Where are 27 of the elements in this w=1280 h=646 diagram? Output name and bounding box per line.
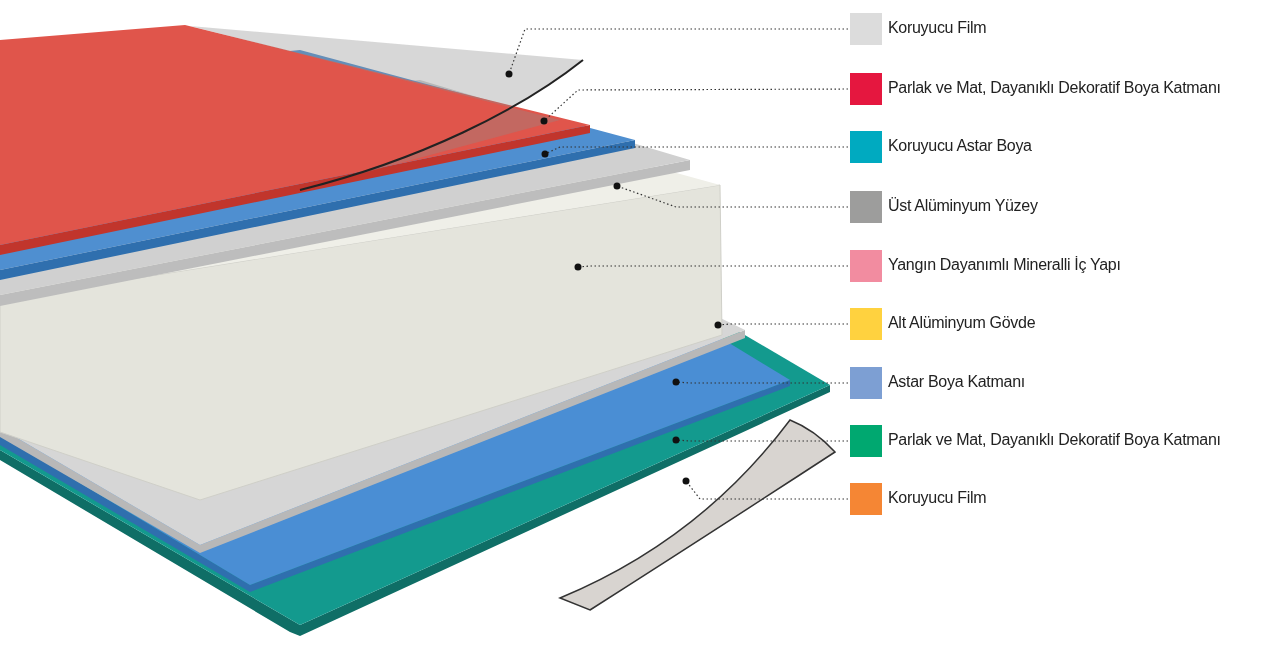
leader-line [505,28,849,78]
leader-line [714,321,849,329]
leader-line [672,378,849,386]
color-swatch [850,367,882,399]
leader-line [613,182,849,208]
color-swatch [850,13,882,45]
leader-line [672,436,849,444]
color-swatch [850,250,882,282]
leader-line [682,477,849,500]
legend-label: Koruyucu Film [888,19,987,37]
legend-label: Koruyucu Astar Boya [888,137,1032,155]
legend-label: Koruyucu Film [888,489,987,507]
color-swatch [850,308,882,340]
legend-label: Astar Boya Katmanı [888,373,1025,391]
color-swatch [850,191,882,223]
legend-label: Parlak ve Mat, Dayanıklı Dekoratif Boya Katmanı [888,431,1221,449]
color-swatch [850,483,882,515]
color-swatch [850,73,882,105]
leader-line [540,88,849,125]
color-swatch [850,425,882,457]
leader-line [574,263,849,271]
legend-label: Üst Alüminyum Yüzey [888,197,1038,215]
legend-label: Parlak ve Mat, Dayanıklı Dekoratif Boya Katmanı [888,79,1221,97]
legend-label: Alt Alüminyum Gövde [888,314,1036,332]
leader-line [541,146,849,158]
legend-label: Yangın Dayanımlı Mineralli İç Yapı [888,256,1121,274]
color-swatch [850,131,882,163]
